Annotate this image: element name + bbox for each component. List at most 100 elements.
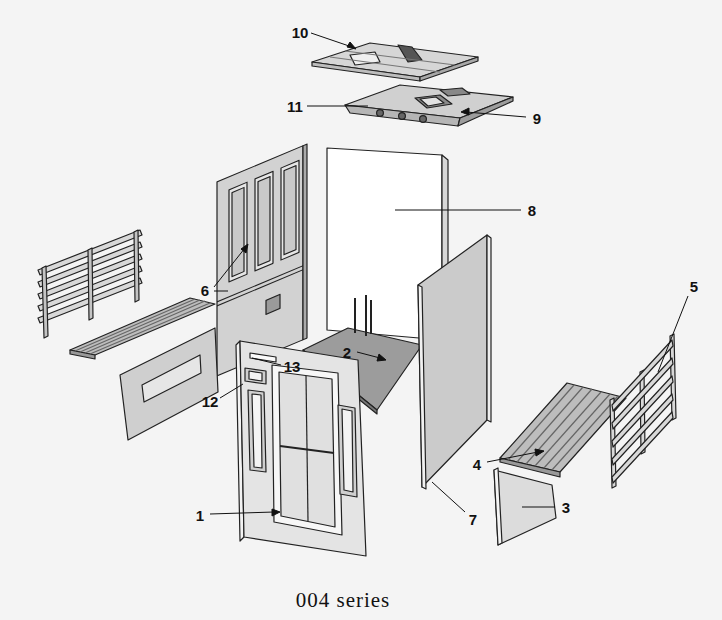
illustration-part xyxy=(415,95,452,108)
leader-lines xyxy=(210,33,688,516)
callout-number: 12 xyxy=(202,394,219,409)
illustration-part xyxy=(217,266,303,302)
callout-number: 5 xyxy=(690,279,698,294)
callout-number: 4 xyxy=(473,457,481,472)
illustration-part xyxy=(354,298,356,333)
callout-number: 8 xyxy=(528,203,536,218)
illustration-part xyxy=(612,394,673,465)
illustration-part xyxy=(440,88,470,96)
illustration-part xyxy=(345,105,460,126)
illustration-part xyxy=(487,235,491,422)
callout-number: 7 xyxy=(469,512,477,527)
illustration-part xyxy=(272,365,342,535)
illustration-part xyxy=(522,507,555,508)
illustration-part xyxy=(258,177,270,266)
illustration-part xyxy=(214,248,245,287)
illustration-part xyxy=(120,328,218,440)
illustration-part xyxy=(240,341,366,556)
illustration-part xyxy=(658,296,688,372)
callout-number: 3 xyxy=(562,500,570,515)
illustration-part xyxy=(432,482,465,512)
illustration-part xyxy=(255,171,273,271)
illustration-part xyxy=(272,509,280,516)
illustration-part xyxy=(342,409,353,492)
illustration-part xyxy=(306,376,308,521)
illustration-part xyxy=(279,372,335,527)
left-wall xyxy=(217,144,307,376)
front-wall xyxy=(236,341,366,556)
callout-number: 13 xyxy=(284,359,301,374)
illustration-part xyxy=(377,110,384,117)
illustration-part xyxy=(494,470,556,545)
illustration-part xyxy=(252,394,262,468)
illustration-part xyxy=(347,42,356,49)
illustration-part xyxy=(249,371,262,381)
illustration-part xyxy=(552,396,618,470)
illustration-part xyxy=(395,210,521,211)
illustration-part xyxy=(377,354,386,361)
illustration-part xyxy=(357,352,380,358)
roof-top-panel xyxy=(312,43,478,81)
illustration-part xyxy=(535,449,544,456)
illustration-part xyxy=(284,166,296,255)
illustration-part xyxy=(229,182,247,282)
right-panel xyxy=(494,468,556,545)
roof-base-panel xyxy=(345,85,513,126)
illustration-part xyxy=(252,358,281,365)
illustration-part xyxy=(312,62,420,81)
illustration-part xyxy=(420,116,427,123)
illustration-part xyxy=(281,160,299,260)
illustration-part xyxy=(75,299,195,351)
illustration-part xyxy=(338,405,357,497)
illustration-part xyxy=(526,389,592,464)
illustration-part xyxy=(303,144,307,340)
illustration-part xyxy=(311,33,352,47)
illustration-part xyxy=(466,112,526,117)
callout-number: 11 xyxy=(287,99,303,114)
illustration-part xyxy=(494,468,502,545)
callout-number: 1 xyxy=(196,508,204,523)
illustration-part xyxy=(210,512,274,514)
illustration-part xyxy=(241,244,248,253)
illustration-part xyxy=(420,57,478,81)
illustration-part xyxy=(365,295,367,336)
illustration-part xyxy=(142,355,201,402)
callout-number: 10 xyxy=(292,25,309,40)
illustration-part xyxy=(232,188,244,277)
illustration-part xyxy=(42,266,48,338)
illustration-part xyxy=(458,97,513,126)
callout-number: 2 xyxy=(343,345,351,360)
illustration-part xyxy=(420,97,444,106)
illustration-part xyxy=(612,412,673,483)
illustration-part xyxy=(370,300,372,334)
illustration-part xyxy=(612,358,673,429)
illustration-part xyxy=(535,392,601,466)
illustration-part xyxy=(418,285,426,489)
illustration-part xyxy=(500,383,626,472)
illustration-part xyxy=(307,106,368,107)
illustration-part xyxy=(517,387,583,462)
illustration-part xyxy=(399,113,406,120)
callout-number: 9 xyxy=(533,111,541,126)
illustration-part xyxy=(612,340,673,411)
illustration-part xyxy=(330,57,440,72)
illustration-part xyxy=(248,390,266,472)
illustration-part xyxy=(544,394,610,468)
illustration-part xyxy=(134,230,139,302)
right-rack xyxy=(610,334,676,488)
callout-number: 6 xyxy=(201,283,209,298)
illustration-part xyxy=(217,146,303,376)
illustration-part xyxy=(312,43,478,77)
illustration-part xyxy=(220,384,243,398)
illustration-part xyxy=(487,452,538,462)
illustration-part xyxy=(418,235,487,487)
right-wall xyxy=(418,235,491,489)
left-side-panel xyxy=(120,328,218,440)
illustration-part xyxy=(245,368,266,384)
caption: 004 series xyxy=(296,590,391,611)
illustration-part xyxy=(508,385,574,460)
illustration-part xyxy=(88,248,93,320)
illustration-part xyxy=(461,108,469,115)
